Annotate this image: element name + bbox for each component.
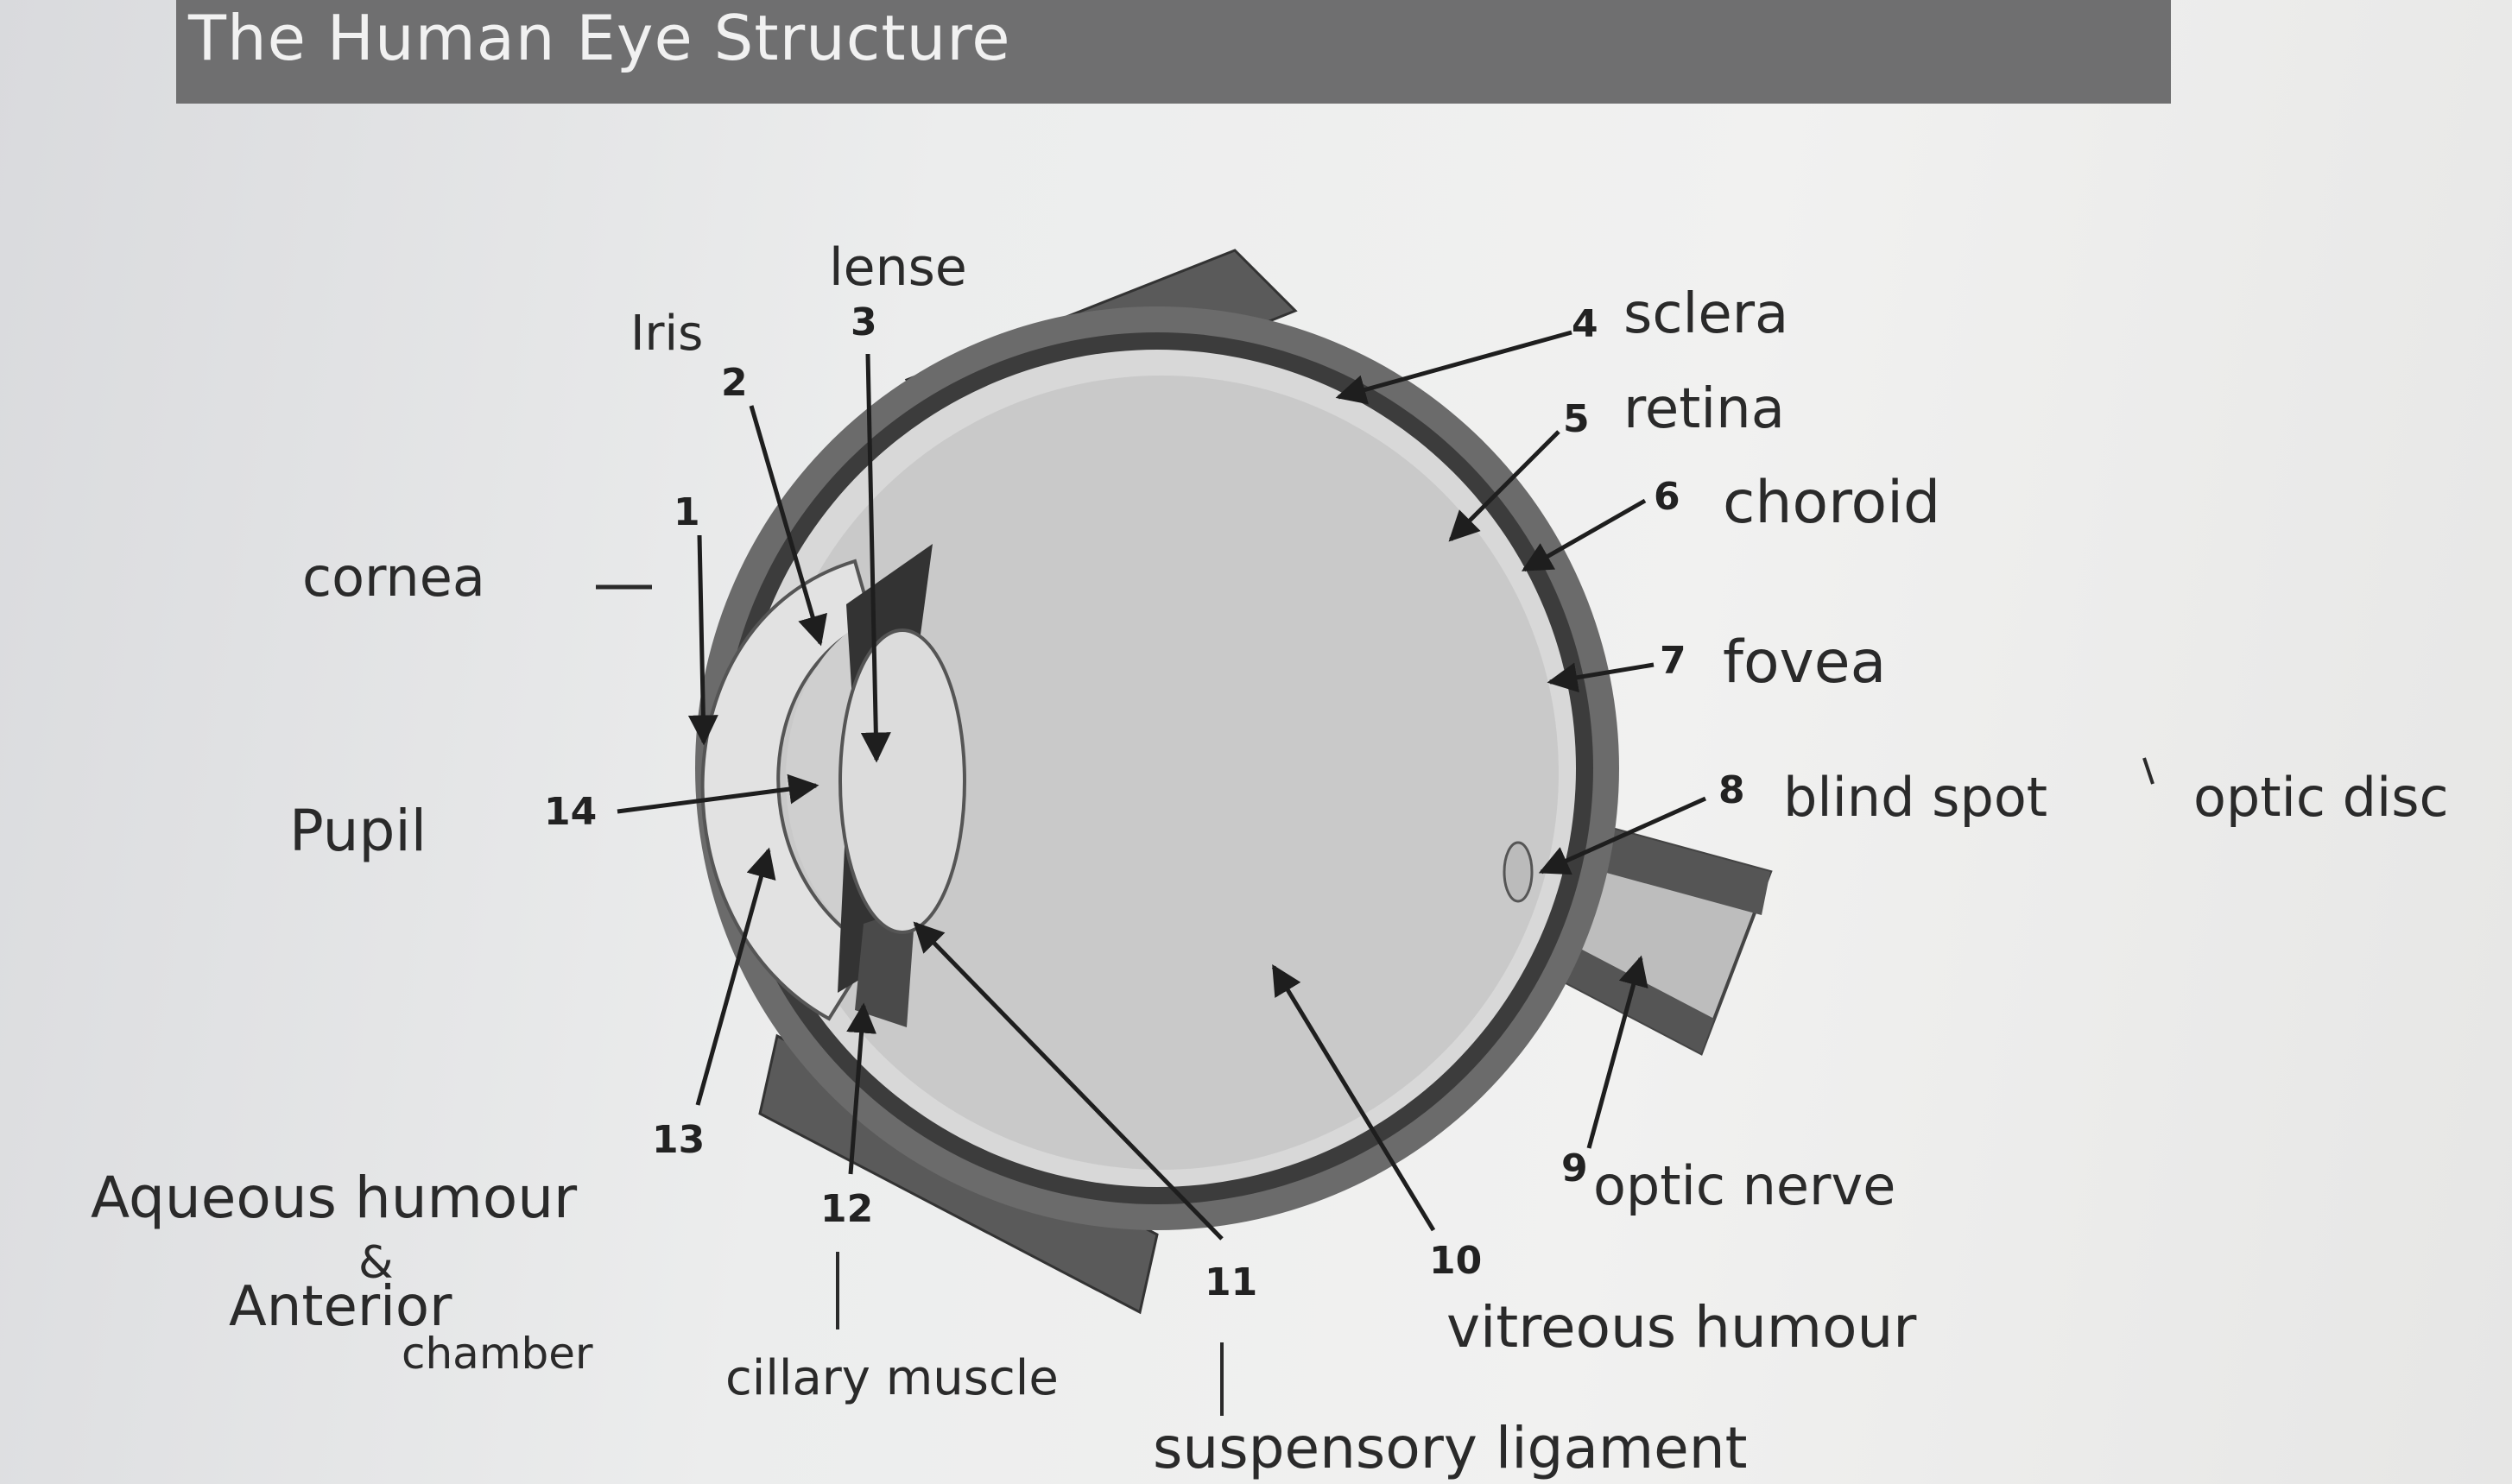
number-4: 4: [1572, 302, 1598, 346]
arrow-11: [913, 921, 1224, 1241]
number-5: 5: [1563, 397, 1590, 441]
number-14: 14: [544, 790, 597, 834]
arrow-5: [1448, 430, 1560, 542]
number-2: 2: [721, 361, 748, 405]
number-11: 11: [1205, 1260, 1257, 1304]
arrow-14: [617, 774, 819, 814]
label-lense: lense: [829, 237, 967, 298]
number-8: 8: [1718, 768, 1745, 812]
arrow-7: [1547, 662, 1655, 693]
arrow-4: [1335, 330, 1572, 405]
arrow-13: [695, 847, 776, 1106]
label-ampersand: &: [358, 1237, 394, 1289]
label-optic-nerve: optic nerve: [1593, 1154, 1895, 1217]
label-sclera: sclera: [1623, 282, 1788, 346]
arrow-3: [860, 353, 891, 763]
number-12: 12: [820, 1187, 873, 1231]
number-13: 13: [652, 1118, 705, 1162]
arrow-9: [1586, 955, 1648, 1149]
arrow-6: [1521, 498, 1647, 572]
arrow-1: [687, 534, 718, 746]
optic-nerve-top-band: [1572, 820, 1770, 915]
label-optic-disc: optic disc: [2193, 766, 2449, 829]
blind-spot-tick: [2142, 757, 2154, 785]
label-retina: retina: [1623, 377, 1785, 441]
page-title: The Human Eye Structure: [188, 2, 1011, 74]
number-9: 9: [1561, 1146, 1588, 1190]
label-vitreous-humour: vitreous humour: [1446, 1294, 1917, 1361]
lens: [838, 628, 966, 934]
cornea-shape: [700, 559, 875, 1021]
arrow-12: [846, 1002, 877, 1175]
label-fovea: fovea: [1723, 628, 1886, 697]
label-anterior: Anterior: [229, 1275, 452, 1339]
label-suspensory-ligament: suspensory ligament: [1153, 1415, 1748, 1481]
label-choroid: choroid: [1723, 469, 1940, 537]
number-1: 1: [674, 490, 700, 534]
arrow-8: [1538, 796, 1707, 875]
number-3: 3: [851, 300, 877, 344]
ciliary-body-lower: [855, 906, 915, 1027]
arrow-10: [1271, 964, 1436, 1232]
arrow-2: [749, 405, 828, 647]
number-6: 6: [1654, 475, 1680, 519]
label-cornea: cornea: [302, 546, 485, 609]
number-10: 10: [1429, 1239, 1482, 1283]
blind-spot-bump: [1503, 841, 1534, 903]
label-chamber: chamber: [402, 1329, 593, 1379]
label-blind-spot: blind spot: [1783, 766, 2047, 829]
title-bar: [176, 0, 2171, 104]
label-iris: Iris: [630, 306, 703, 362]
label-ciliary-muscle: cillary muscle: [725, 1350, 1059, 1406]
number-7: 7: [1660, 639, 1686, 683]
label-aqueous-humour: Aqueous humour: [91, 1165, 578, 1231]
label-pupil: Pupil: [289, 798, 427, 864]
